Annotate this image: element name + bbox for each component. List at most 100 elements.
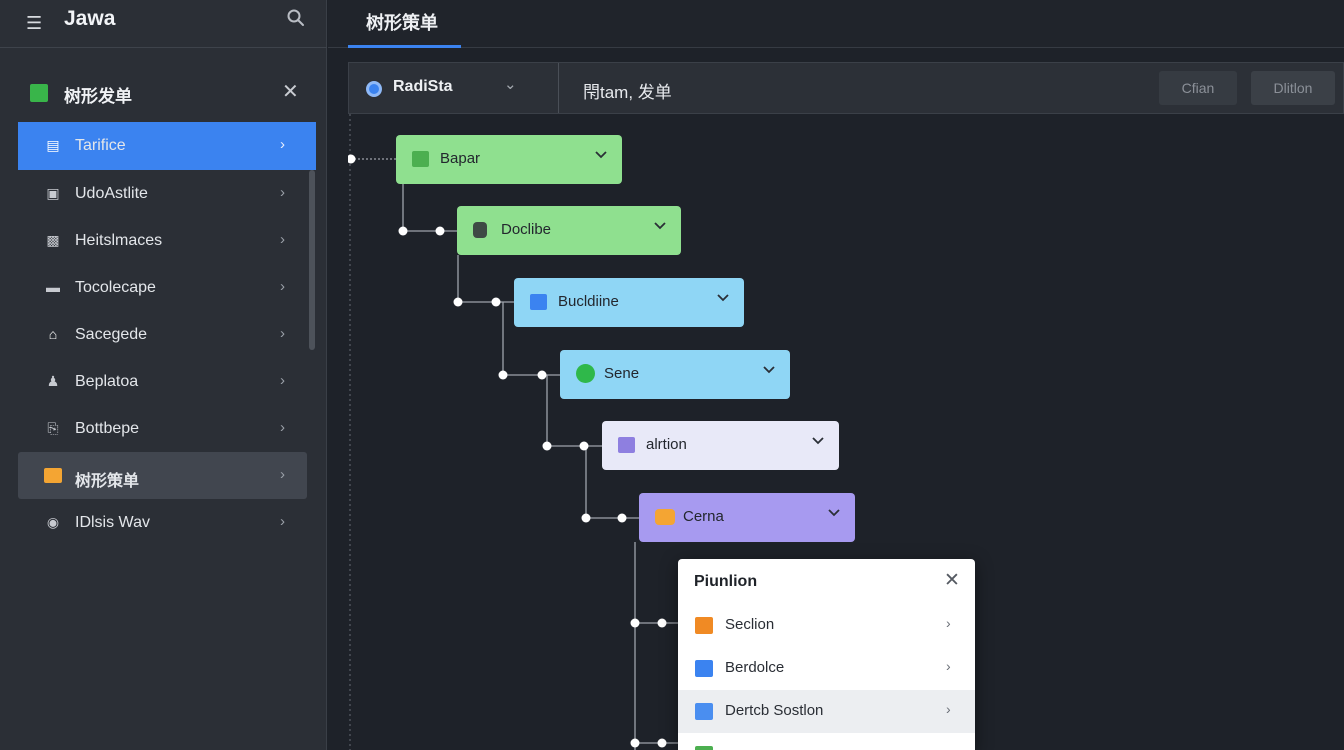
tree-node-2[interactable]: Doclibe — [457, 206, 681, 255]
sidebar-item-2[interactable]: ▣ UdoAstlite › — [18, 170, 316, 217]
chevron-right-icon: › — [946, 615, 951, 631]
chevron-right-icon: › — [280, 278, 285, 295]
tree-node-3[interactable]: Bucldiine — [514, 278, 744, 327]
sidebar-item-label: 树形策单 — [75, 473, 140, 490]
sidebar-item-label: Heitslmaces — [75, 232, 163, 249]
chevron-right-icon: › — [280, 466, 285, 483]
popup-title: Piunlion — [694, 573, 758, 590]
chevron-down-icon[interactable] — [716, 291, 730, 305]
sidebar-item-6[interactable]: ♟ Beplatoa › — [18, 358, 316, 405]
monitor-icon: ▬ — [46, 279, 60, 295]
toolbar-button-1[interactable]: Cfian — [1159, 71, 1237, 105]
chevron-right-icon: › — [946, 658, 951, 674]
printer-icon: ⎘ — [47, 420, 59, 436]
sidebar: ☰ Jawa 树形发单 ✕ ▤ Tarifice › ▣ UdoAstlite … — [0, 0, 327, 750]
menu-icon[interactable]: ☰ — [26, 13, 43, 33]
popup-item-label: Seclion — [725, 616, 775, 633]
sidebar-item-label: Tocolecape — [75, 279, 156, 296]
sidebar-item-1[interactable]: ▤ Tarifice › — [18, 122, 316, 170]
popup-item-2[interactable]: Berdolce › — [678, 647, 975, 690]
chevron-down-icon[interactable] — [594, 148, 608, 162]
window-icon — [412, 151, 429, 167]
tree-node-6[interactable]: Cerna — [639, 493, 855, 542]
sidebar-menu: ▤ Tarifice › ▣ UdoAstlite › ▩ Heitslmace… — [18, 122, 316, 546]
chevron-right-icon: › — [946, 701, 951, 717]
robot-icon — [473, 222, 487, 238]
sidebar-item-label: Sacegede — [75, 326, 148, 343]
search-icon[interactable] — [286, 8, 306, 28]
sidebar-item-7[interactable]: ⎘ Bottbepe › — [18, 405, 316, 452]
image-icon: ▣ — [46, 185, 60, 201]
toolbar: RadiSta ⌄ 閇tam, 发单 Cfian Dlitlon — [348, 62, 1344, 114]
sidebar-item-8[interactable]: 树形策单 › — [18, 452, 307, 499]
tree-node-label: alrtion — [646, 436, 687, 453]
app-title: Jawa — [64, 7, 116, 30]
tree-node-label: Bapar — [440, 150, 481, 167]
chevron-right-icon: › — [280, 231, 285, 248]
tab-active-indicator — [348, 45, 461, 48]
list-icon: ▤ — [46, 137, 60, 153]
sidebar-item-label: UdoAstlite — [75, 185, 148, 202]
node-popup: Piunlion ✕ Seclion › Berdolce › Dertcb S… — [678, 559, 975, 750]
chevron-down-icon[interactable] — [811, 434, 825, 448]
chevron-right-icon: › — [280, 136, 285, 153]
briefcase-icon — [655, 509, 675, 525]
popup-item-3[interactable]: Dertcb Sostlon › — [678, 690, 975, 733]
breadcrumb: 閇tam, 发单 — [583, 83, 672, 102]
sidebar-item-5[interactable]: ⌂ Sacegede › — [18, 311, 316, 358]
sidebar-top: ☰ Jawa — [0, 0, 327, 48]
tree-canvas: Bapar Doclibe Bucldiine Sene alrtion Cer… — [348, 114, 1344, 750]
tree-node-5[interactable]: alrtion — [602, 421, 839, 470]
chevron-right-icon: › — [280, 325, 285, 342]
window-icon — [695, 660, 713, 677]
sidebar-header-label: 树形发单 — [64, 87, 132, 106]
popup-item-1[interactable]: Seclion › — [678, 604, 975, 647]
globe-icon — [576, 364, 595, 383]
tree-node-label: Sene — [604, 365, 640, 382]
sidebar-item-4[interactable]: ▬ Tocolecape › — [18, 264, 316, 311]
person-icon: ♟ — [46, 373, 60, 389]
chevron-down-icon[interactable] — [653, 219, 667, 233]
sidebar-item-label: Tarifice — [75, 137, 126, 154]
tree-node-label: Cerna — [683, 508, 724, 525]
sidebar-item-label: IDlsis Wav — [75, 514, 150, 531]
file-icon — [695, 746, 713, 750]
source-select[interactable]: RadiSta ⌄ — [349, 63, 559, 113]
document-icon — [618, 437, 635, 453]
chevron-right-icon: › — [280, 419, 285, 436]
sidebar-item-label: Beplatoa — [75, 373, 139, 390]
chevron-down-icon: ⌄ — [504, 76, 517, 93]
folder-icon — [44, 468, 62, 483]
chevron-right-icon: › — [280, 184, 285, 201]
tree-connectors — [348, 114, 678, 750]
popup-item-4[interactable] — [678, 733, 975, 750]
sidebar-header: 树形发单 ✕ — [0, 70, 327, 116]
radio-dot-icon — [366, 81, 382, 97]
sidebar-item-3[interactable]: ▩ Heitslmaces › — [18, 217, 316, 264]
close-icon[interactable]: ✕ — [282, 81, 299, 103]
sidebar-item-9[interactable]: ◉ IDlsis Wav › — [18, 499, 316, 546]
tab-bar: 树形策单 — [328, 0, 1344, 48]
close-icon[interactable]: ✕ — [944, 570, 960, 591]
sidebar-scrollbar[interactable] — [309, 170, 315, 350]
source-select-value: RadiSta — [393, 78, 453, 95]
home-icon: ⌂ — [48, 326, 58, 342]
sidebar-item-label: Bottbepe — [75, 420, 140, 437]
building-icon: ▩ — [46, 232, 60, 248]
popup-item-label: Dertcb Sostlon — [725, 702, 824, 719]
chevron-down-icon[interactable] — [762, 363, 776, 377]
tag-icon — [695, 617, 713, 634]
toolbar-button-2[interactable]: Dlitlon — [1251, 71, 1335, 105]
tree-node-4[interactable]: Sene — [560, 350, 790, 399]
camera-icon: ◉ — [46, 514, 60, 530]
tree-node-1[interactable]: Bapar — [396, 135, 622, 184]
book-icon — [695, 703, 713, 720]
chevron-right-icon: › — [280, 513, 285, 530]
tree-node-label: Doclibe — [501, 221, 552, 238]
chevron-right-icon: › — [280, 372, 285, 389]
chevron-down-icon[interactable] — [827, 506, 841, 520]
panel-icon — [530, 294, 547, 310]
tab-tree-menu[interactable]: 树形策单 — [348, 0, 461, 48]
checkbox-icon — [30, 84, 48, 102]
tab-label: 树形策单 — [366, 13, 438, 33]
